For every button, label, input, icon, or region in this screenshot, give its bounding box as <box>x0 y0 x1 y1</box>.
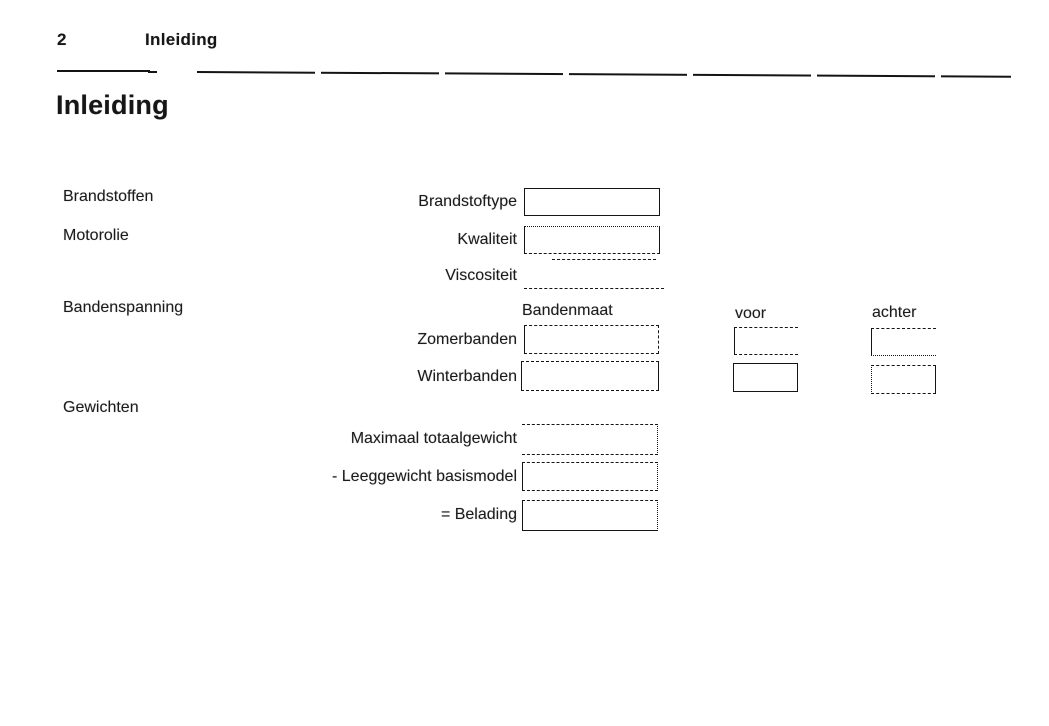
oil-viscosity-field-topline <box>552 259 656 260</box>
load-label: = Belading <box>440 506 517 523</box>
summer-rear-pressure-field <box>871 328 936 356</box>
max-total-weight-label: Maximaal totaalgewicht <box>350 430 517 447</box>
winter-rear-pressure-field <box>871 365 936 394</box>
header-rule-segment <box>57 70 150 72</box>
header-rule-segment <box>148 71 157 73</box>
section-label-weights: Gewichten <box>63 399 139 416</box>
chapter-header: Inleiding <box>145 30 218 49</box>
tire-size-column-header: Bandenmaat <box>522 302 613 319</box>
header-rule <box>196 71 1011 78</box>
winter-front-pressure-field <box>733 363 798 392</box>
empty-weight-field <box>522 462 658 491</box>
oil-quality-label: Kwaliteit <box>457 231 517 248</box>
winter-tires-label: Winterbanden <box>417 368 517 385</box>
page-title: Inleiding <box>56 90 169 120</box>
load-field <box>522 500 658 531</box>
max-total-weight-field <box>522 424 658 455</box>
empty-weight-label: - Leeggewicht basismodel <box>332 468 517 485</box>
fuel-type-field <box>524 188 660 216</box>
oil-viscosity-field <box>524 259 664 289</box>
fuel-type-label: Brandstoftype <box>418 193 517 210</box>
section-label-oil: Motorolie <box>63 227 129 244</box>
front-column-header: voor <box>735 305 767 322</box>
summer-tires-label: Zomerbanden <box>417 331 517 348</box>
summer-front-pressure-field <box>734 327 798 355</box>
winter-tire-size-field <box>521 361 659 391</box>
rear-column-header: achter <box>872 304 917 321</box>
oil-quality-field <box>524 226 660 254</box>
oil-viscosity-label: Viscositeit <box>445 267 517 284</box>
section-label-tire-pressure: Bandenspanning <box>63 299 184 316</box>
page-number: 2 <box>57 30 67 49</box>
section-label-fuel: Brandstoffen <box>63 188 154 205</box>
summer-tire-size-field <box>524 325 659 354</box>
